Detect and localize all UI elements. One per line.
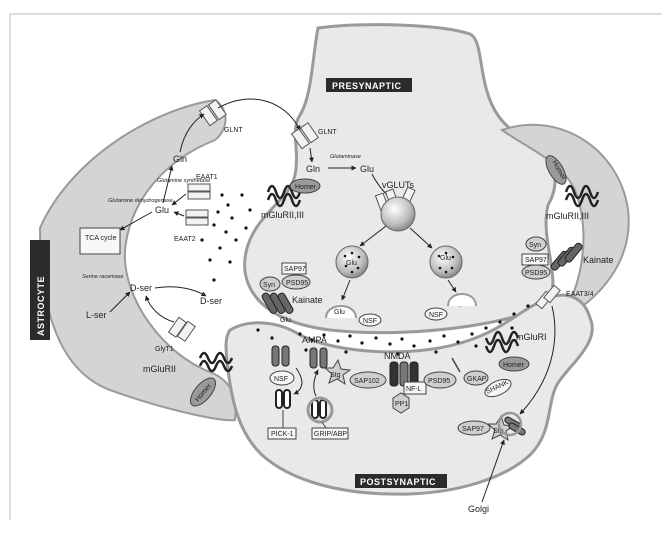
gkap-label: GKAP	[467, 376, 487, 383]
eaat1-label: EAAT1	[196, 174, 218, 181]
mglur1-label: mGluRI	[516, 332, 547, 342]
glyt1-transporter	[169, 317, 196, 341]
pre-sap97-label: SAP97	[284, 266, 306, 273]
astro-dser-label: D-ser	[130, 283, 152, 293]
pre-psd95-label: PSD95	[286, 280, 308, 287]
ampa-label: AMPA	[302, 335, 327, 345]
fusing-glu-label: Glu	[334, 309, 345, 316]
post-sap97-label: SAP97	[462, 426, 484, 433]
post-psd95-label: PSD95	[428, 378, 450, 385]
pre-syn-label: Syn	[263, 282, 275, 289]
right-sap97-label: SAP97	[525, 257, 547, 264]
serine-racemase-label: Serine racemase	[82, 274, 124, 280]
lser-label: L-ser	[86, 310, 107, 320]
glutamine-dehydrogenase-label: Glutamine dehydrogenase	[108, 198, 173, 204]
post-glu-label: Glu	[280, 317, 291, 324]
glyt1-to-dser-arrow	[146, 296, 174, 322]
vesicle-glu-1: Glu	[346, 260, 357, 267]
eaat1-transporter	[188, 184, 210, 199]
vesicle-loading	[381, 197, 415, 231]
glyt1-label: GlyT1	[155, 346, 174, 353]
presynaptic-label: PRESYNAPTIC	[332, 81, 402, 91]
right-mglurii-iii-label: mGluRII,III	[546, 211, 589, 221]
sap102-label: SAP102	[354, 378, 380, 385]
nsf-label-1: NSF	[363, 318, 377, 325]
stg-label: Stg	[330, 372, 341, 379]
dser-out-label: D-ser	[200, 296, 222, 306]
glnt-crossing-arrow	[218, 99, 300, 130]
nmda-label: NMDA	[384, 351, 411, 361]
pre-mglurii-iii-label: mGluRII,III	[261, 210, 304, 220]
right-psd95-label: PSD95	[525, 270, 547, 277]
post-nsf-label: NSF	[274, 376, 288, 383]
tca-cycle-label: TCA cycle	[85, 235, 117, 242]
pre-glnt-label: GLNT	[318, 129, 337, 136]
vesicle-glu-2: Glu	[440, 255, 451, 262]
golgi-label: Golgi	[468, 504, 489, 514]
astro-mglurii-label: mGluRII	[143, 364, 176, 374]
pre-homer-label: Homer	[295, 184, 317, 191]
post-homer-label: Homer	[503, 362, 525, 369]
astrocyte-cell	[40, 100, 236, 420]
postsynaptic-label: POSTSYNAPTIC	[360, 477, 436, 487]
eaat1-to-glu-arrow	[172, 194, 186, 205]
vesicle-right	[430, 246, 462, 278]
right-syn-label: Syn	[529, 242, 541, 249]
astro-gln-label: Gln	[173, 154, 187, 164]
eaat2-to-glu-arrow	[174, 212, 184, 216]
eaat34-label: EAAT3/4	[566, 291, 594, 298]
astro-glnt-label: GLNT	[224, 127, 243, 134]
nfl-label: NF-L	[406, 386, 422, 393]
dser-to-out-arrow	[155, 287, 206, 296]
glutaminase-label: Glutaminase	[330, 154, 361, 160]
eaat2-transporter	[186, 210, 208, 225]
astrocyte-label: ASTROCYTE	[36, 276, 46, 336]
eaat2-label: EAAT2	[174, 236, 196, 243]
pre-gln-label: Gln	[306, 164, 320, 174]
nsf-label-2: NSF	[429, 312, 443, 319]
pick1-label: PICK-1	[271, 431, 294, 438]
right-kainate-label: Kainate	[583, 255, 614, 265]
pp1-label: PP1	[395, 401, 408, 408]
grip-label: GRIP/ABP	[314, 431, 347, 438]
pre-glu-label: Glu	[360, 164, 374, 174]
right-kainate-receptor	[550, 242, 584, 271]
pre-kainate-label: Kainate	[292, 295, 323, 305]
astro-glu-label: Glu	[155, 205, 169, 215]
